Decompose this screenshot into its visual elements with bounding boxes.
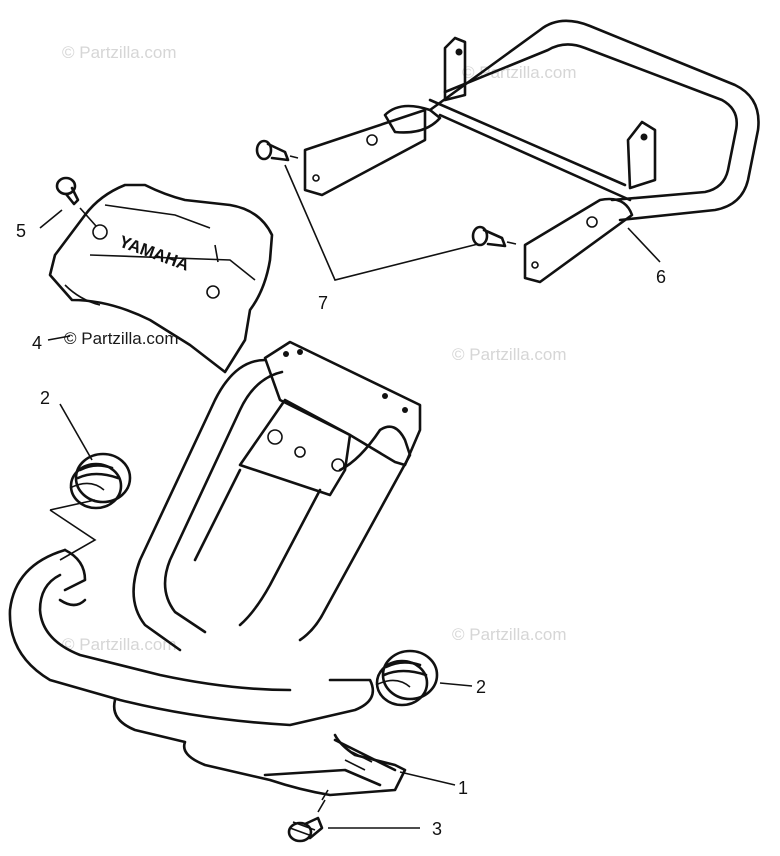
front-bumper-part[interactable] bbox=[8, 340, 456, 797]
bottom-bolt-part[interactable] bbox=[287, 789, 420, 843]
callout-7: 7 bbox=[318, 293, 328, 313]
callout-3: 3 bbox=[432, 819, 442, 839]
watermark-dark: © Partzilla.com bbox=[64, 329, 179, 348]
callout-5: 5 bbox=[16, 221, 26, 241]
bolt-upper bbox=[255, 139, 299, 162]
watermark: © Partzilla.com bbox=[452, 345, 567, 364]
bolt-lower bbox=[471, 225, 517, 248]
watermark: © Partzilla.com bbox=[452, 625, 567, 644]
callout-2-right: 2 bbox=[476, 677, 486, 697]
callout-4: 4 bbox=[32, 333, 42, 353]
callout-leaders bbox=[39, 209, 661, 461]
callout-1: 1 bbox=[458, 778, 468, 798]
grommet-right-part[interactable] bbox=[375, 649, 473, 707]
callout-labels: 1 2 2 3 4 5 6 7 bbox=[16, 221, 666, 839]
cover-bolt-part[interactable] bbox=[55, 176, 97, 227]
callout-6: 6 bbox=[656, 267, 666, 287]
callout-leader-7 bbox=[284, 164, 479, 281]
watermark: © Partzilla.com bbox=[62, 635, 177, 654]
watermark: © Partzilla.com bbox=[462, 63, 577, 82]
bar-bolts-part[interactable] bbox=[255, 139, 517, 281]
callout-2-left: 2 bbox=[40, 388, 50, 408]
rear-bar-part[interactable] bbox=[303, 19, 760, 284]
watermark: © Partzilla.com bbox=[62, 43, 177, 62]
watermarks: © Partzilla.com © Partzilla.com © Partzi… bbox=[62, 43, 577, 654]
cover-brand-text: YAMAHA bbox=[117, 232, 192, 275]
grommet-left-part[interactable] bbox=[49, 452, 132, 561]
